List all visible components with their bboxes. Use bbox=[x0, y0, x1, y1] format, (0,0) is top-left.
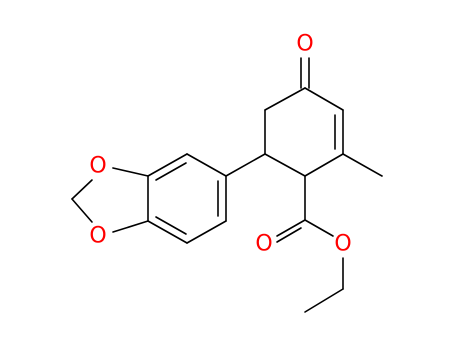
oxygen-carbonyl-label: O bbox=[255, 232, 272, 257]
cyclohexenone-ring bbox=[264, 87, 344, 177]
bond-c5-aryl bbox=[225, 153, 266, 177]
bond-ba-bb bbox=[186, 153, 227, 177]
bond-bb-bc bbox=[147, 153, 188, 177]
oxygen-ester-label: O bbox=[334, 232, 351, 257]
dioxole-ring: O O bbox=[71, 154, 149, 249]
oxygen-ketone-label: O bbox=[296, 32, 313, 57]
bond-o-top-ch2 bbox=[71, 179, 93, 200]
bond-c1-c2 bbox=[304, 87, 344, 111]
benzene-ring bbox=[147, 153, 227, 244]
oxygen-dioxole-top-label: O bbox=[89, 154, 106, 179]
ketone-group: O bbox=[296, 32, 314, 89]
ester-group: O O bbox=[255, 175, 352, 313]
bond-bc-o-top bbox=[112, 167, 149, 177]
bond-ester-c-o-double-b bbox=[276, 227, 302, 243]
bond-bd-be bbox=[147, 220, 188, 244]
bond-ester-c-o-single bbox=[304, 219, 334, 237]
bond-c6-c1 bbox=[264, 87, 306, 111]
bond-c3-methyl bbox=[342, 153, 383, 177]
bond-c4-c5 bbox=[264, 153, 306, 177]
bond-ethyl-ch2-ch3 bbox=[304, 288, 344, 313]
bond-c3-c4 bbox=[304, 153, 344, 177]
bond-bd-o-bottom bbox=[112, 220, 149, 233]
bond-ester-c-o-double-a bbox=[276, 219, 306, 237]
bond-be-bf bbox=[186, 220, 227, 244]
bond-bd-be-double bbox=[155, 216, 187, 235]
bond-ch2-o-bottom bbox=[71, 198, 93, 223]
bond-bb-bc-double bbox=[155, 162, 187, 181]
oxygen-dioxole-bottom-label: O bbox=[89, 224, 106, 249]
